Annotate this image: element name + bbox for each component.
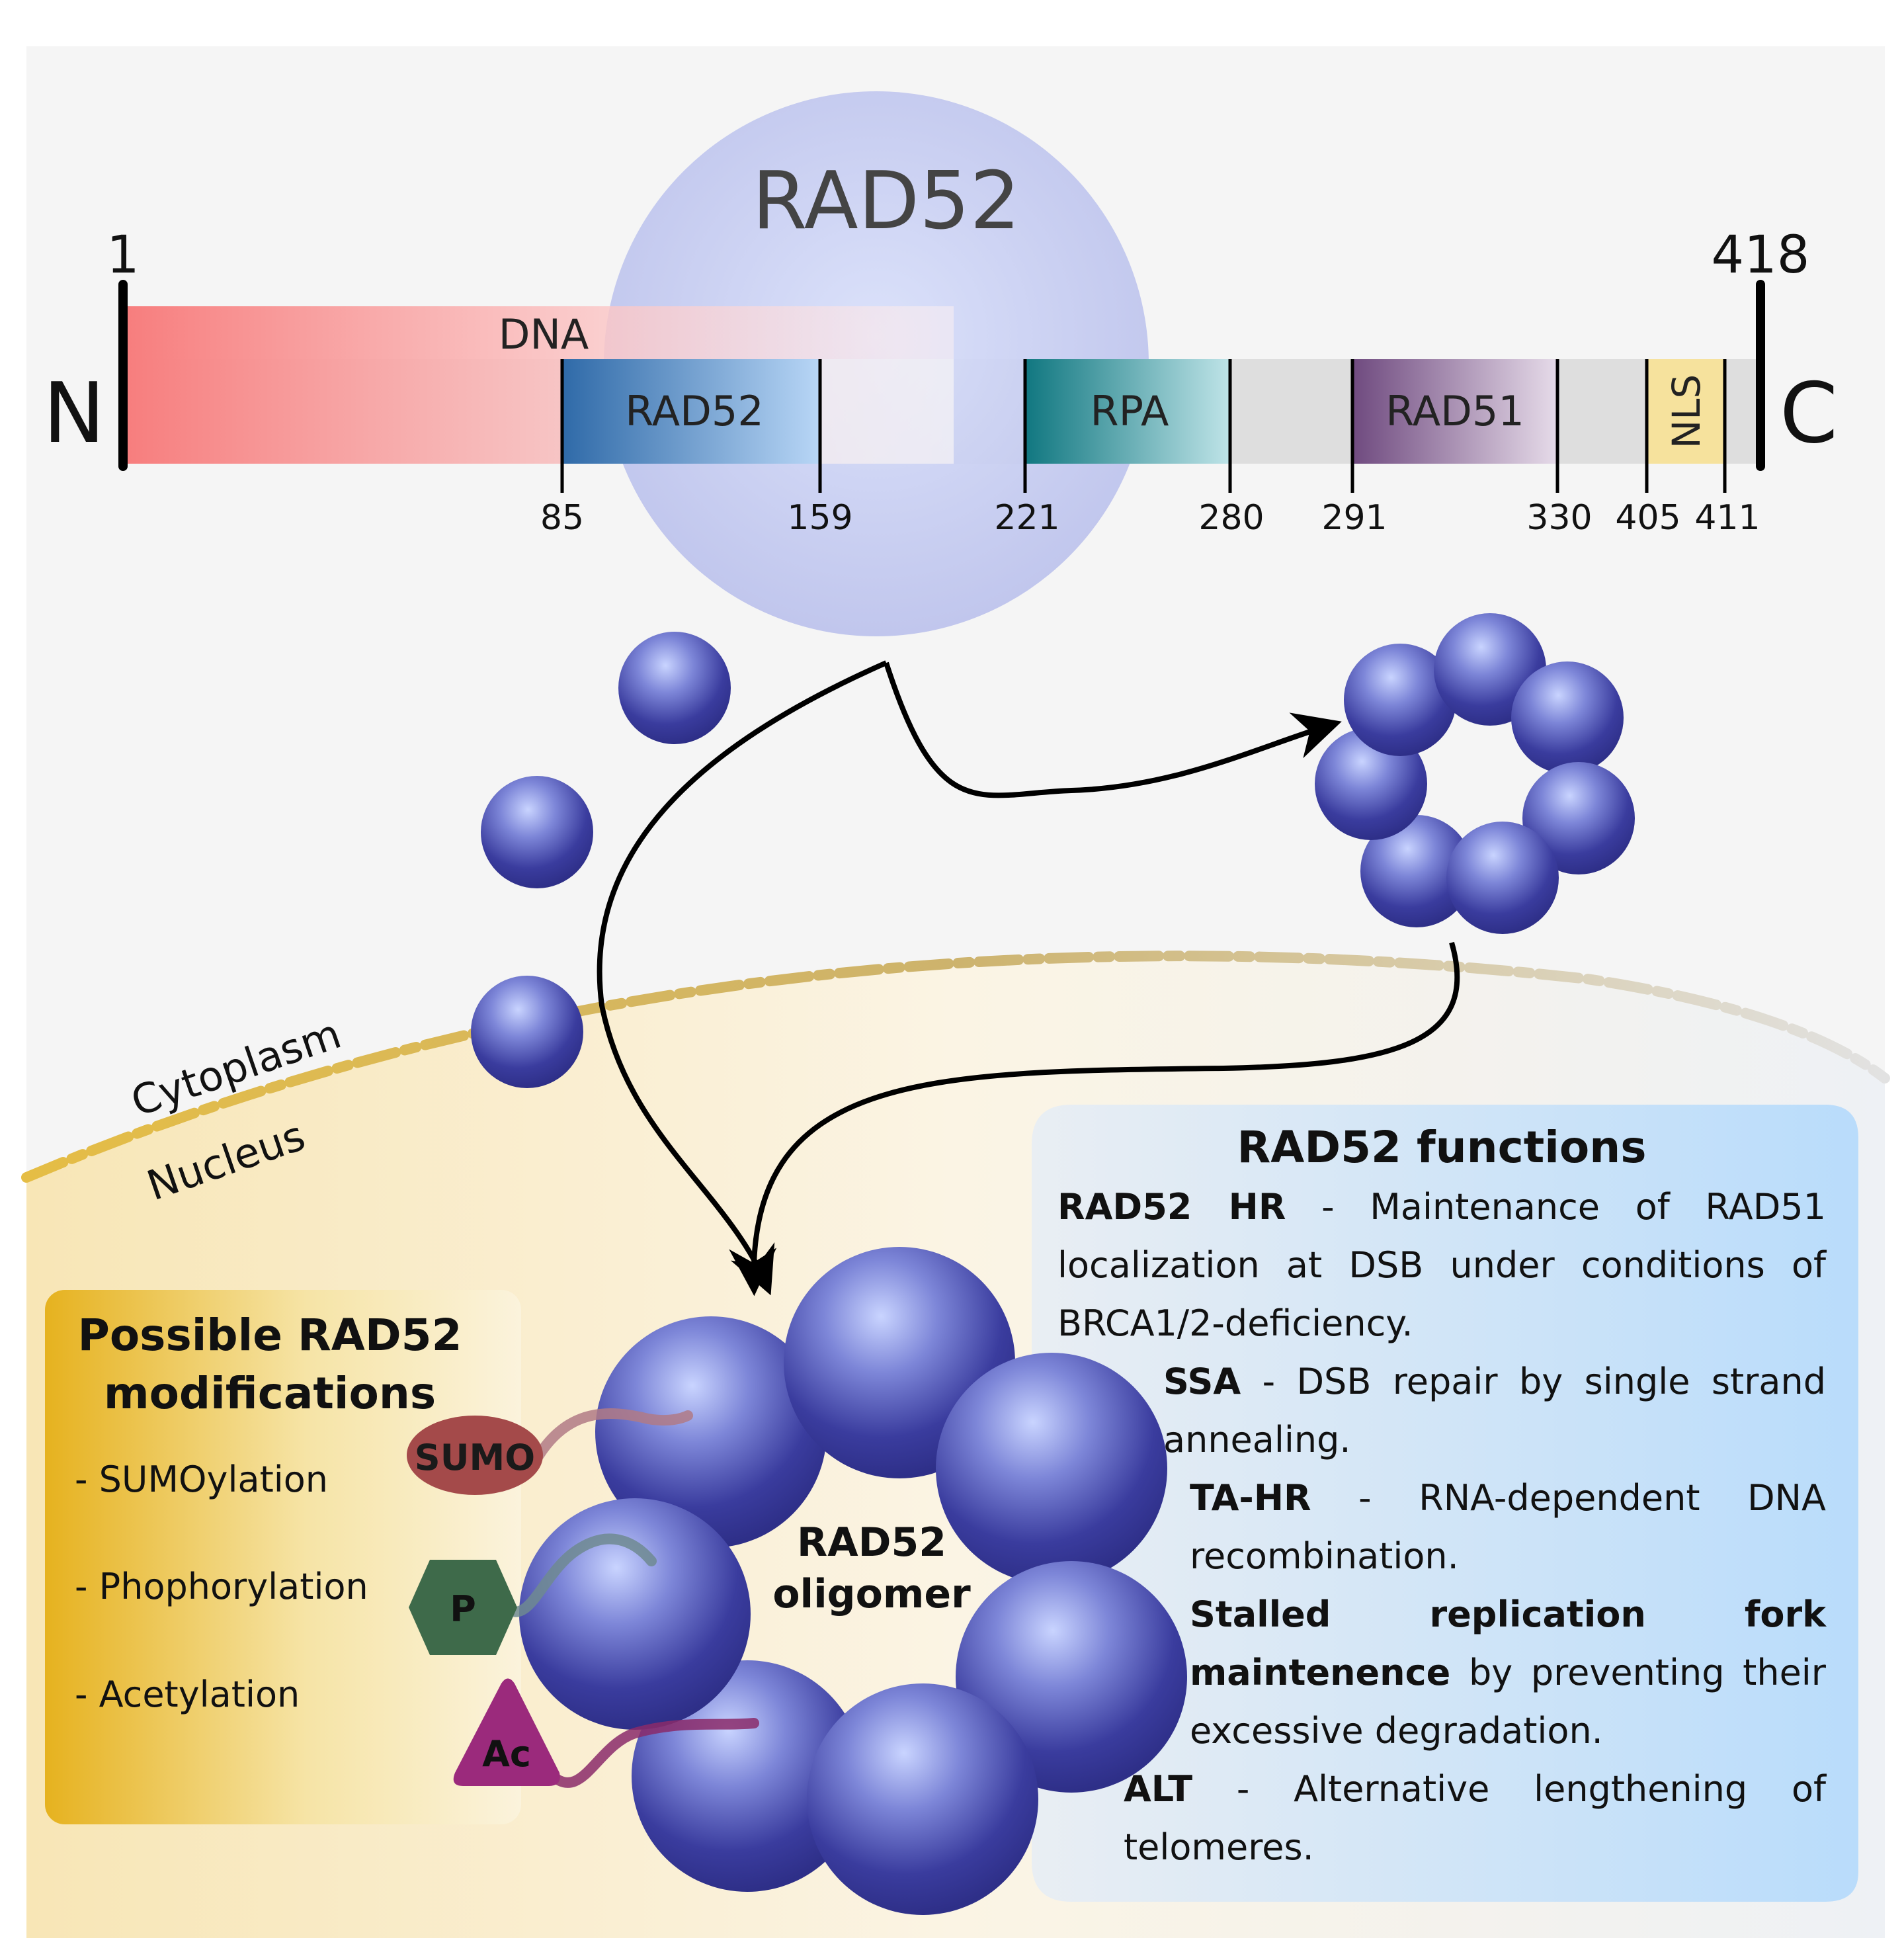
domain-rad52 — [562, 359, 820, 464]
function-term: RAD52 HR — [1057, 1186, 1286, 1228]
arrow-to-ring — [884, 661, 1342, 798]
function-description: - DSB repair by single strand annealing. — [1163, 1361, 1826, 1461]
function-item-ta-hr: TA-HR - RNA-dependent DNA recombination. — [1190, 1469, 1826, 1586]
function-term: Stalled replication fork maintenence — [1190, 1593, 1826, 1693]
modifications-title-line1: Possible RAD52 — [77, 1310, 462, 1361]
modification-sumoylation: - SUMOylation — [75, 1459, 329, 1500]
function-term: TA-HR — [1190, 1477, 1311, 1519]
sumo-tag — [407, 1416, 543, 1495]
tick-label-221: 221 — [994, 498, 1059, 538]
function-description: - Alternative lengthening of telomeres. — [1124, 1768, 1826, 1868]
n-terminus-label: N — [43, 364, 105, 462]
monomer-sphere — [471, 976, 583, 1088]
arrow-to-oligomer — [597, 660, 888, 1296]
dna-overlap-fade — [813, 359, 954, 464]
acetyl-linker — [544, 1718, 759, 1788]
ring-sphere — [1511, 661, 1624, 774]
tick-label-85: 85 — [540, 498, 584, 538]
oligomer-sphere — [632, 1660, 863, 1892]
arrow-ring-to-oligomer — [729, 941, 1460, 1296]
tick-label-330: 330 — [1526, 498, 1592, 538]
function-item-alt: ALT - Alternative lengthening of telomer… — [1124, 1760, 1826, 1877]
tick-label-291: 291 — [1321, 498, 1387, 538]
modification-phosphorylation: - Phophorylation — [75, 1566, 368, 1607]
oligomer-label-line2: oligomer — [772, 1571, 971, 1617]
sumo-tag-label: SUMO — [415, 1437, 535, 1478]
phospho-tag-label: P — [450, 1588, 476, 1630]
domain-nls-label: NLS — [1664, 374, 1709, 449]
domain-rpa-label: RPA — [1091, 387, 1169, 435]
c-terminus-label: C — [1780, 364, 1838, 462]
function-description: - RNA-dependent DNA recombination. — [1190, 1477, 1826, 1577]
oligomer-sphere — [807, 1683, 1038, 1915]
ring-sphere — [1522, 762, 1635, 874]
functions-panel: RAD52 functions RAD52 HR - Maintenance o… — [1028, 1101, 1855, 1898]
function-item-ssa: SSA - DSB repair by single strand anneal… — [1163, 1353, 1826, 1469]
function-term: SSA — [1163, 1361, 1241, 1402]
tick-label-411: 411 — [1694, 498, 1760, 538]
phospho-linker — [501, 1533, 657, 1617]
function-description: by preventing their excessive degradatio… — [1190, 1652, 1826, 1752]
modification-acetylation: - Acetylation — [75, 1674, 300, 1715]
monomer-sphere — [481, 776, 593, 888]
acetyl-tag-label: Ac — [482, 1733, 531, 1775]
domain-rad52-label: RAD52 — [625, 387, 764, 435]
function-item-stalled-fork: Stalled replication fork maintenence by … — [1190, 1586, 1826, 1760]
functions-title: RAD52 functions — [1237, 1122, 1647, 1173]
function-item-rad52-hr: RAD52 HR - Maintenance of RAD51 localiza… — [1057, 1178, 1826, 1353]
rad52-monomers — [471, 632, 731, 1088]
function-description: - Maintenance of RAD51 localization at D… — [1057, 1186, 1826, 1344]
tick-label-280: 280 — [1198, 498, 1264, 538]
end-residue-label: 418 — [1712, 226, 1810, 285]
oligomer-label-line1: RAD52 — [797, 1519, 946, 1566]
rad52-oligomer — [519, 1247, 1187, 1915]
domain-dna-label: DNA — [499, 310, 589, 359]
ring-sphere — [1446, 822, 1559, 934]
function-term: ALT — [1124, 1768, 1193, 1810]
acetyl-tag — [453, 1678, 560, 1786]
oligomer-sphere — [519, 1498, 751, 1730]
tick-label-159: 159 — [787, 498, 852, 538]
domain-nls — [1647, 359, 1725, 464]
rad52-title: RAD52 — [752, 155, 1020, 247]
oligomer-sphere — [936, 1353, 1167, 1584]
ring-sphere — [1344, 644, 1456, 756]
modifications-panel: Possible RAD52 modifications - SUMOylati… — [45, 1293, 468, 1822]
domain-rad51-label: RAD51 — [1386, 387, 1524, 435]
rad52-ring-small — [1315, 613, 1635, 934]
nuclear-membrane — [21, 951, 1890, 1183]
monomer-sphere — [618, 632, 731, 744]
tick-label-405: 405 — [1615, 498, 1680, 538]
sumo-linker — [534, 1408, 693, 1461]
modifications-title-line2: modifications — [103, 1368, 436, 1419]
phospho-tag — [409, 1560, 517, 1655]
modifications-panel-bg — [45, 1290, 521, 1824]
ring-sphere — [1360, 815, 1473, 927]
start-residue-label: 1 — [106, 226, 140, 285]
functions-panel-bg — [1032, 1105, 1858, 1902]
oligomer-sphere — [595, 1316, 827, 1548]
domain-rpa — [1025, 359, 1230, 464]
domain-rad51 — [1352, 359, 1557, 464]
